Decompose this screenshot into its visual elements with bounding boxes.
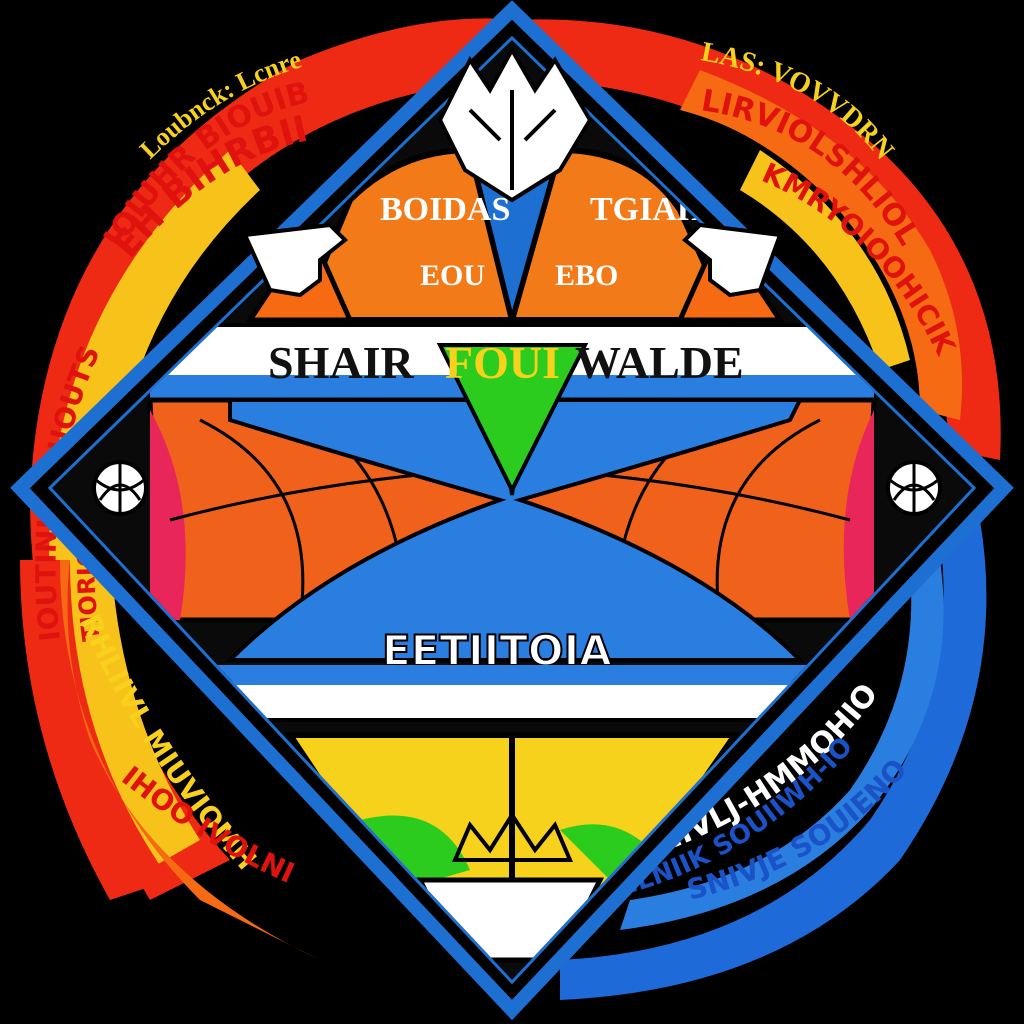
- court-blue-area: [225, 398, 805, 662]
- green-wedge: [436, 343, 589, 495]
- outer-rings: [20, 18, 1001, 1000]
- panel-right-bottom-text: EBO: [555, 259, 618, 292]
- basketball-icon-right: [886, 460, 942, 516]
- banner-text-right: WALDE: [575, 337, 744, 388]
- eagle-crest-icon: [437, 45, 593, 203]
- hand-glove-icon-right: [682, 222, 783, 298]
- banner-text-center: FOUI: [445, 337, 560, 388]
- lower-stripe-blue: [200, 665, 824, 685]
- top-fan-panels: [245, 122, 785, 330]
- banner-text-left: SHAIR: [268, 337, 414, 388]
- lower-stripe-white: [198, 678, 826, 722]
- crown-icon: [451, 811, 574, 862]
- hand-glove-icon-left: [242, 222, 348, 298]
- panel-left-bottom-text: EOU: [420, 259, 485, 292]
- basketball-icon-left: [92, 460, 148, 516]
- panel-left-top-text: BOIDAS: [380, 191, 510, 228]
